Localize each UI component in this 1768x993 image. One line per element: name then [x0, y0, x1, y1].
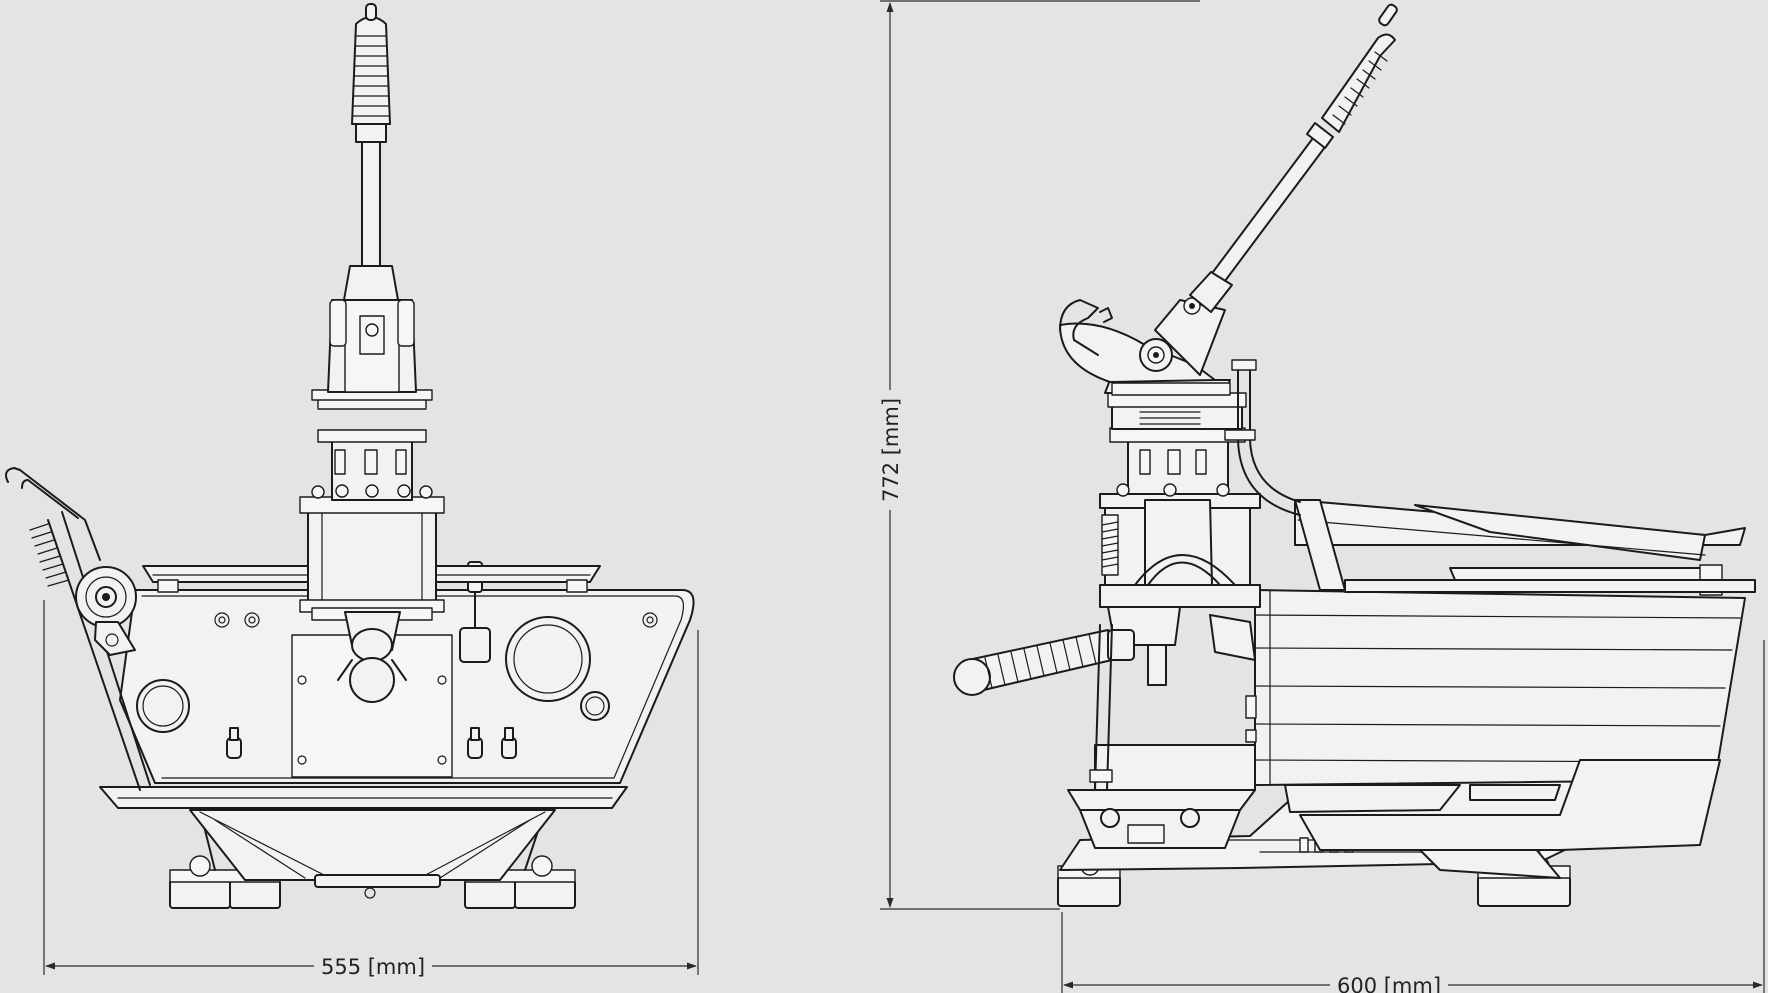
- front-base-frame: [99, 786, 628, 899]
- side-lever: [1189, 3, 1398, 313]
- front-steam-arm: [5, 467, 151, 791]
- side-lever-head: [1059, 297, 1231, 396]
- width-dimension: 555 [mm]: [43, 600, 699, 979]
- side-main-housing: [1245, 589, 1746, 851]
- depth-dimension: 600 [mm]: [1061, 640, 1765, 993]
- side-view: [953, 3, 1756, 907]
- front-brew-group: [299, 265, 445, 703]
- depth-label: 600 [mm]: [1337, 974, 1441, 993]
- side-drip-tray: [1067, 744, 1256, 849]
- side-pressure-line: [1224, 359, 1301, 516]
- front-view: [5, 3, 695, 909]
- height-label: 772 [mm]: [879, 398, 903, 502]
- front-lever: [351, 3, 391, 267]
- height-dimension: 772 [mm]: [879, 0, 1200, 910]
- side-portafilter: [953, 614, 1256, 791]
- width-label: 555 [mm]: [321, 955, 425, 979]
- side-brew-group: [1099, 392, 1261, 686]
- front-main-body: [119, 561, 695, 784]
- side-cup-tray: [1294, 499, 1756, 596]
